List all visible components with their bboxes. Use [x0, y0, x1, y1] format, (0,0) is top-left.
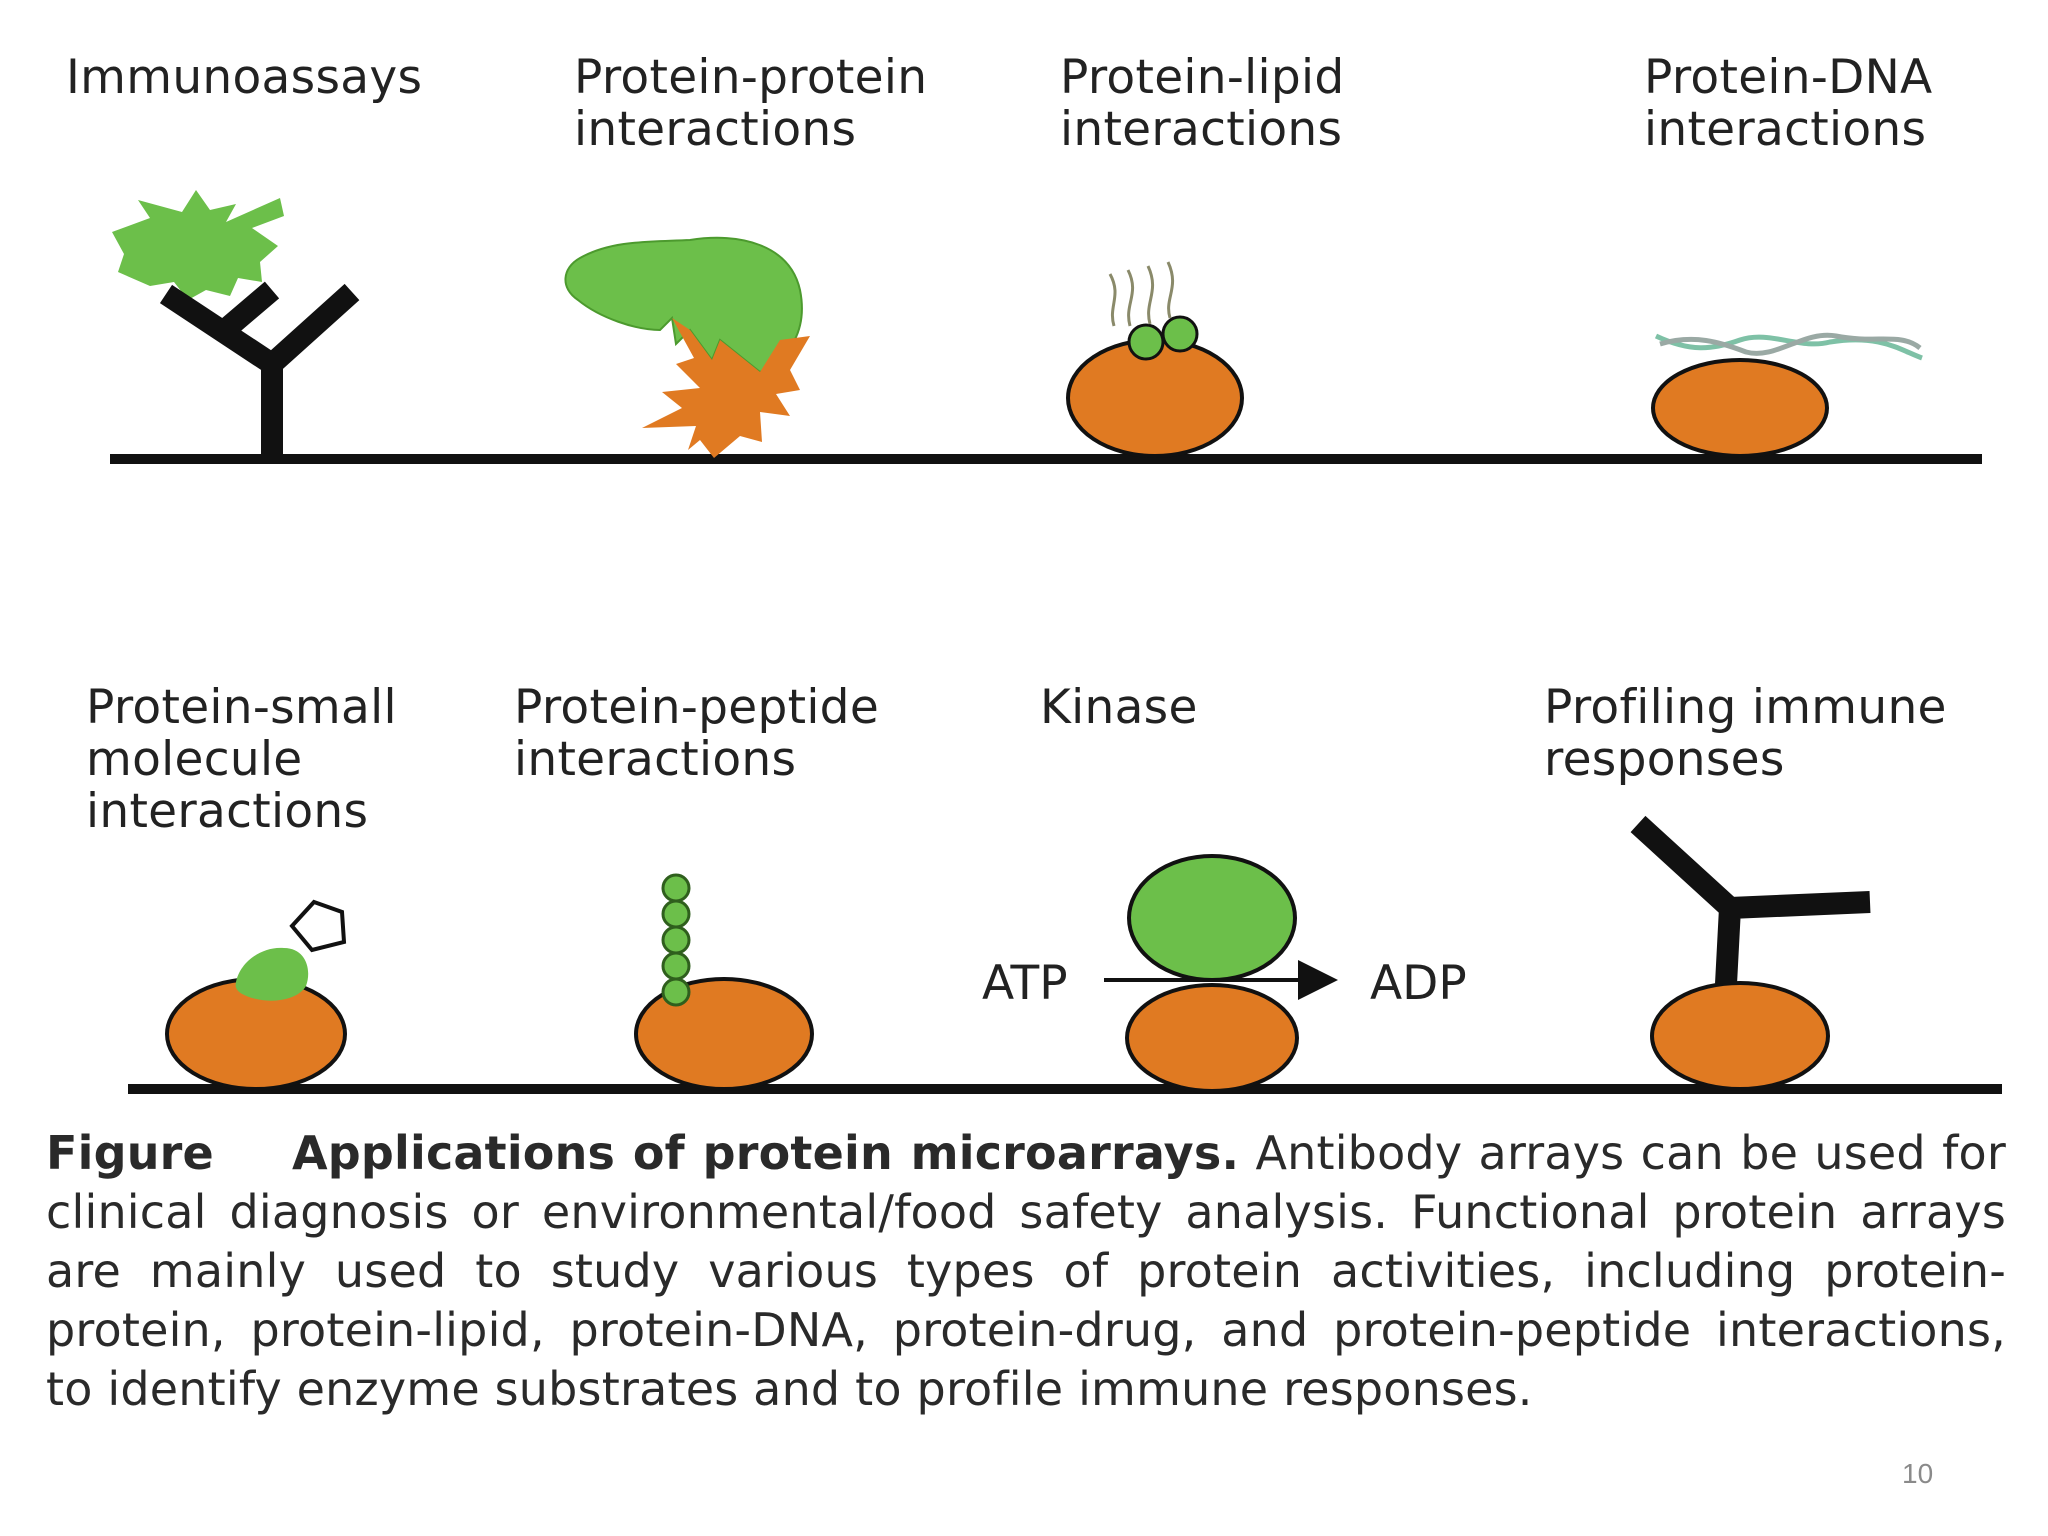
protein-small-molecule-illustration: [165, 899, 347, 1091]
panel-label-immunoassays: Immunoassays: [66, 50, 423, 105]
panel-label-protein-protein: Protein-protein interactions: [574, 50, 928, 157]
panel-label-profiling-immune: Profiling immune responses: [1544, 680, 1947, 787]
lipid-head-left: [1127, 323, 1165, 361]
peptide-bead: [661, 925, 691, 955]
caption-title: Applications of protein microarrays.: [291, 1126, 1240, 1180]
panel-label-kinase: Kinase: [1040, 680, 1198, 735]
immobilized-protein: [634, 977, 814, 1091]
dna-strand-b: [1659, 332, 1922, 356]
peptide-bead: [661, 977, 691, 1007]
kinase-enzyme: [1127, 854, 1297, 982]
caption-label: Figure: [46, 1126, 214, 1180]
immobilized-substrate: [1125, 983, 1299, 1093]
serum-antibody-shape: [1630, 815, 1871, 985]
peptide-bead: [661, 899, 691, 929]
protein-dna-illustration: [1651, 332, 1923, 458]
kinase-illustration: [1104, 854, 1338, 1093]
panel-label-protein-peptide: Protein-peptide interactions: [514, 680, 880, 787]
immunoassay-illustration: [112, 190, 360, 457]
panel-label-protein-small-molecule: Protein-small molecule interactions: [86, 680, 397, 839]
green-protein-blob: [235, 947, 309, 1001]
green-protein-shape: [564, 236, 803, 374]
antigen-shape: [112, 190, 284, 300]
panel-label-protein-lipid: Protein-lipid interactions: [1060, 50, 1345, 157]
adp-label: ADP: [1370, 956, 1467, 1011]
immobilized-protein: [1651, 358, 1829, 458]
antibody-y-shape: [159, 281, 360, 457]
protein-lipid-illustration: [1066, 261, 1244, 458]
atp-label: ATP: [982, 956, 1068, 1011]
immobilized-antigen: [1650, 981, 1830, 1091]
orange-ligand-shape: [642, 318, 810, 458]
small-molecule-pentagon: [289, 899, 347, 953]
figure-caption: Figure Applications of protein microarray…: [46, 1124, 2006, 1419]
lipid-tails: [1108, 261, 1175, 327]
page-number: 10: [1902, 1458, 1934, 1489]
peptide-bead: [661, 951, 691, 981]
caption-body: Antibody arrays can be used for clinical…: [46, 1126, 2006, 1416]
profiling-immune-illustration: [1630, 815, 1871, 1091]
protein-protein-illustration: [564, 236, 810, 458]
panel-label-protein-dna: Protein-DNA interactions: [1644, 50, 1933, 157]
protein-peptide-illustration: [634, 873, 814, 1091]
dna-strand-a: [1654, 333, 1923, 361]
lipid-head-right: [1161, 315, 1199, 353]
peptide-bead: [661, 873, 691, 903]
